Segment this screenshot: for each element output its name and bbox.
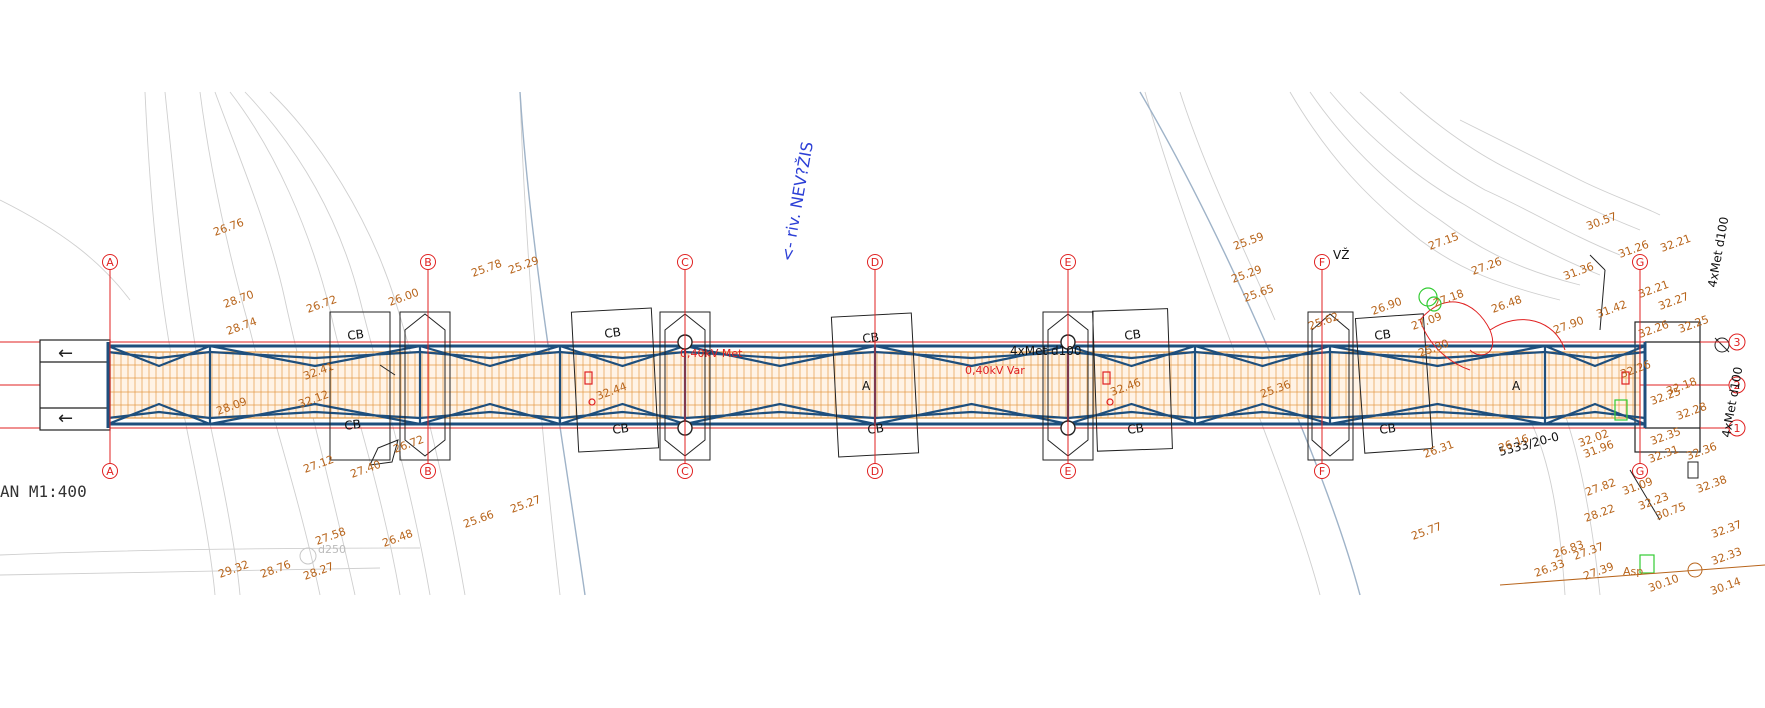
axis-marker-a: AA: [102, 254, 118, 479]
axis-marker-d: DD: [867, 254, 883, 479]
elevation-label: 31.42: [1595, 298, 1629, 321]
elevation-label: 27.12: [302, 453, 336, 476]
cable-lines: [1419, 301, 1566, 371]
svg-text:F: F: [1319, 256, 1325, 269]
riverbank-lines: [519, 91, 1361, 596]
kv-var-label: 0,40kV Var: [965, 364, 1025, 377]
side-marker-3: 3: [1734, 336, 1741, 349]
side-marker-2: 2: [1734, 379, 1741, 392]
elevation-label: 27.26: [1470, 255, 1504, 278]
side-marker-1: 1: [1734, 422, 1741, 435]
cb-label: CB: [611, 421, 629, 437]
pier-a-label-1: A: [862, 379, 871, 393]
cb-label: CB: [343, 417, 361, 433]
elevation-label: 25.65: [1242, 282, 1276, 305]
kv-met-label: 0,40kV Met: [680, 347, 743, 360]
elevation-label: 32.37: [1710, 518, 1744, 541]
elevation-label: 27.15: [1427, 230, 1461, 253]
truss-bracing: [107, 344, 1646, 426]
asp-label: Asp: [1623, 565, 1643, 578]
elevation-label: 28.74: [225, 315, 259, 338]
axis-marker-g: GG: [1632, 254, 1648, 479]
black-details: [299, 254, 1765, 586]
elevation-label: 32.25: [1677, 313, 1711, 336]
elevation-label: 27.90: [1552, 314, 1586, 337]
cable-label-mid: 4xMet d100: [1010, 344, 1082, 358]
elevation-label: 25.78: [470, 257, 504, 280]
svg-text:C: C: [681, 465, 689, 478]
elevation-label: 26.48: [381, 527, 415, 550]
elevation-label: 30.14: [1709, 575, 1743, 598]
abutment-right: [1634, 321, 1701, 453]
cb-label: CB: [346, 327, 364, 343]
elevation-label: 32.33: [1710, 545, 1744, 568]
deck-red-markers: [584, 371, 1630, 406]
svg-text:C: C: [681, 256, 689, 269]
cb-label: CB: [1126, 421, 1144, 437]
svg-text:G: G: [1636, 256, 1645, 269]
elevation-label: 29.32: [217, 558, 251, 581]
svg-text:B: B: [424, 256, 432, 269]
cb-label: CB: [861, 330, 879, 346]
elevation-label: 25.29: [507, 254, 541, 277]
axis-marker-e: EE: [1060, 254, 1076, 479]
elevation-label: 32.21: [1659, 232, 1693, 255]
elevation-label: 32.36: [1685, 440, 1719, 463]
cb-label: CB: [1123, 327, 1141, 343]
svg-text:A: A: [106, 256, 114, 269]
elevation-label: 26.33: [1533, 557, 1567, 580]
elevation-label: 26.48: [1490, 293, 1524, 316]
cb-labels: CB CB CB CB CB CB CB CB CB CB: [343, 325, 1396, 437]
elevation-label: 25.62: [1307, 310, 1341, 333]
arrow-left-bottom: ←: [58, 408, 73, 429]
elevation-label: 28.76: [259, 558, 293, 581]
elevation-label: 25.77: [1410, 520, 1444, 543]
elevation-label: 25.27: [509, 493, 543, 516]
elevation-label: 27.18: [1432, 287, 1466, 310]
axis-marker-b: BB: [420, 254, 436, 479]
elevation-label: 28.70: [222, 288, 256, 311]
elevation-label: 26.76: [212, 216, 246, 239]
svg-text:E: E: [1065, 465, 1072, 478]
elevation-label: 26.31: [1422, 438, 1456, 461]
arrow-left-top: ←: [58, 343, 73, 364]
elevation-label: 25.66: [462, 508, 496, 531]
pier-a-label-2: A: [1512, 379, 1521, 393]
elevation-label: 28.27: [302, 560, 336, 583]
svg-text:E: E: [1065, 256, 1072, 269]
cb-label: CB: [1378, 421, 1396, 437]
side-markers: 3 2 1: [1700, 333, 1746, 437]
cb-label: CB: [603, 325, 621, 341]
elevation-label: 27.40: [349, 458, 383, 481]
elevation-label: 32.38: [1695, 473, 1729, 496]
cb-label: CB: [866, 421, 884, 437]
terrain-contours: [0, 91, 1661, 596]
elevation-label: 30.57: [1585, 210, 1619, 233]
elevation-label: 31.36: [1562, 260, 1596, 283]
elevation-label: 26.90: [1370, 295, 1404, 318]
svg-text:F: F: [1319, 465, 1325, 478]
vz-label: VŽ: [1333, 247, 1349, 262]
axis-marker-c: CC: [677, 254, 693, 479]
svg-text:A: A: [106, 465, 114, 478]
tree-symbols: [1418, 287, 1655, 574]
d250-label: d250: [318, 543, 346, 556]
svg-text:B: B: [424, 465, 432, 478]
axis-marker-f: FF: [1314, 254, 1330, 479]
cb-label: CB: [1373, 327, 1391, 343]
elevation-label: 32.26: [1637, 318, 1671, 341]
cable-label-top: 4xMet d100: [1705, 216, 1731, 289]
svg-text:D: D: [871, 256, 879, 269]
elevation-label: 27.82: [1584, 476, 1618, 499]
elevation-label: 30.10: [1647, 572, 1681, 595]
river-label: <- riv. NEV?ŽIS: [777, 140, 817, 263]
abutment-left: [39, 339, 111, 431]
elevation-label: 32.28: [1675, 400, 1709, 423]
scale-label: AN M1:400: [0, 482, 87, 501]
svg-text:G: G: [1636, 465, 1645, 478]
svg-text:D: D: [871, 465, 879, 478]
